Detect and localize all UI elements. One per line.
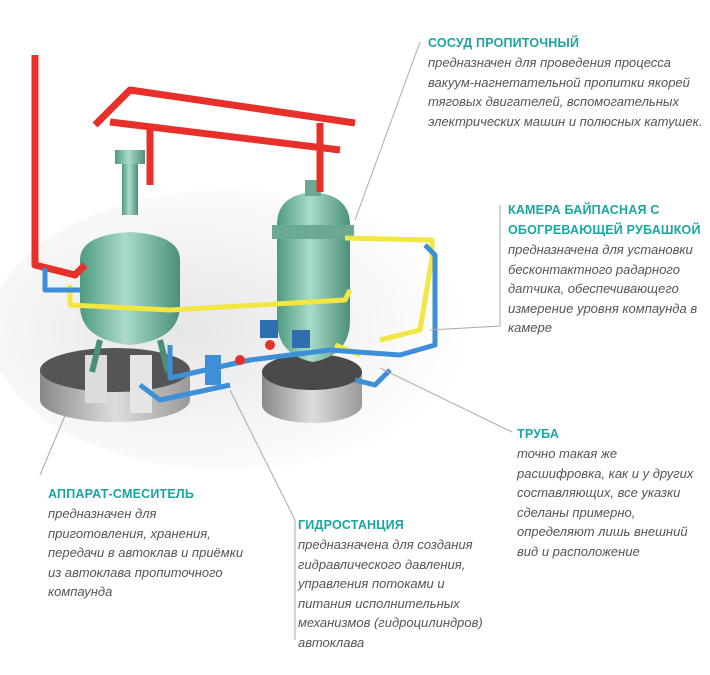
callout-line: гидравлического давления, xyxy=(298,556,466,572)
callout-line: предназначена для установки xyxy=(508,242,693,257)
callout-hydraulic-station: ГИДРОСТАНЦИЯ предназначена для создания … xyxy=(298,515,483,652)
callout-line: бесконтактного радарного xyxy=(508,261,680,277)
callout-line: приготовления, хранения, xyxy=(48,525,211,541)
background-floor xyxy=(0,190,470,470)
callout-line: предназначена для создания xyxy=(298,537,473,552)
autoclave-base xyxy=(262,354,362,423)
callout-line: расшифровка, как и у других xyxy=(517,465,694,481)
callout-line: камере xyxy=(508,320,552,335)
callout-line: электрических машин и полюсных катушек. xyxy=(428,113,703,129)
callout-line: измерение уровня компаунда в xyxy=(508,300,698,316)
callout-title: КАМЕРА БАЙПАСНАЯ С xyxy=(508,203,660,217)
callout-pipe: ТРУБА точно такая же расшифровка, как и … xyxy=(517,424,693,561)
callout-line: датчика, обеспечивающего xyxy=(508,281,679,296)
callout-line: предназначен для xyxy=(48,506,157,521)
blue-pipes xyxy=(42,243,438,403)
callout-line: компаунда xyxy=(48,584,113,599)
callout-line: тяговых двигателей, вспомогательных xyxy=(428,94,679,109)
callout-title: ГИДРОСТАНЦИЯ xyxy=(298,518,404,532)
callout-line: вакуум-нагнетательной пропитки якорей xyxy=(428,74,690,90)
callout-line: из автоклава пропиточного xyxy=(48,564,223,580)
red-pipes xyxy=(31,55,356,279)
callout-bypass-chamber: КАМЕРА БАЙПАСНАЯ С ОБОГРЕВАЮЩЕЙ РУБАШКОЙ… xyxy=(508,200,701,338)
callout-line: управления потоками и xyxy=(298,576,445,591)
callout-title: ОБОГРЕВАЮЩЕЙ РУБАШКОЙ xyxy=(508,223,701,237)
callout-line: точно такая же xyxy=(517,446,618,461)
callout-line: питания исполнительных xyxy=(298,595,460,611)
callout-line: передачи в автоклав и приёмки xyxy=(48,545,244,560)
callout-title: СОСУД ПРОПИТОЧНЫЙ xyxy=(428,36,580,50)
callout-impregnation-vessel: СОСУД ПРОПИТОЧНЫЙ предназначен для прове… xyxy=(428,33,702,131)
callout-title: АППАРАТ-СМЕСИТЕЛЬ xyxy=(48,487,195,501)
callout-line: составляющих, все указки xyxy=(517,485,681,500)
callout-line: автоклава xyxy=(298,634,365,650)
callout-mixer: АППАРАТ-СМЕСИТЕЛЬ предназначен для приго… xyxy=(48,484,243,602)
leader-lines xyxy=(39,41,513,640)
callout-line: вид и расположение xyxy=(517,543,640,559)
callout-line: определяют лишь внешний xyxy=(517,524,688,539)
callout-line: предназначен для проведения процесса xyxy=(428,55,672,70)
autoclave-tank xyxy=(272,180,354,362)
callout-line: сделаны примерно, xyxy=(517,504,636,520)
callout-title: ТРУБА xyxy=(517,427,560,441)
mixer-tank xyxy=(80,150,180,373)
callout-line: механизмов (гидроцилиндров) xyxy=(298,615,483,630)
hydraulic-station xyxy=(205,320,310,385)
